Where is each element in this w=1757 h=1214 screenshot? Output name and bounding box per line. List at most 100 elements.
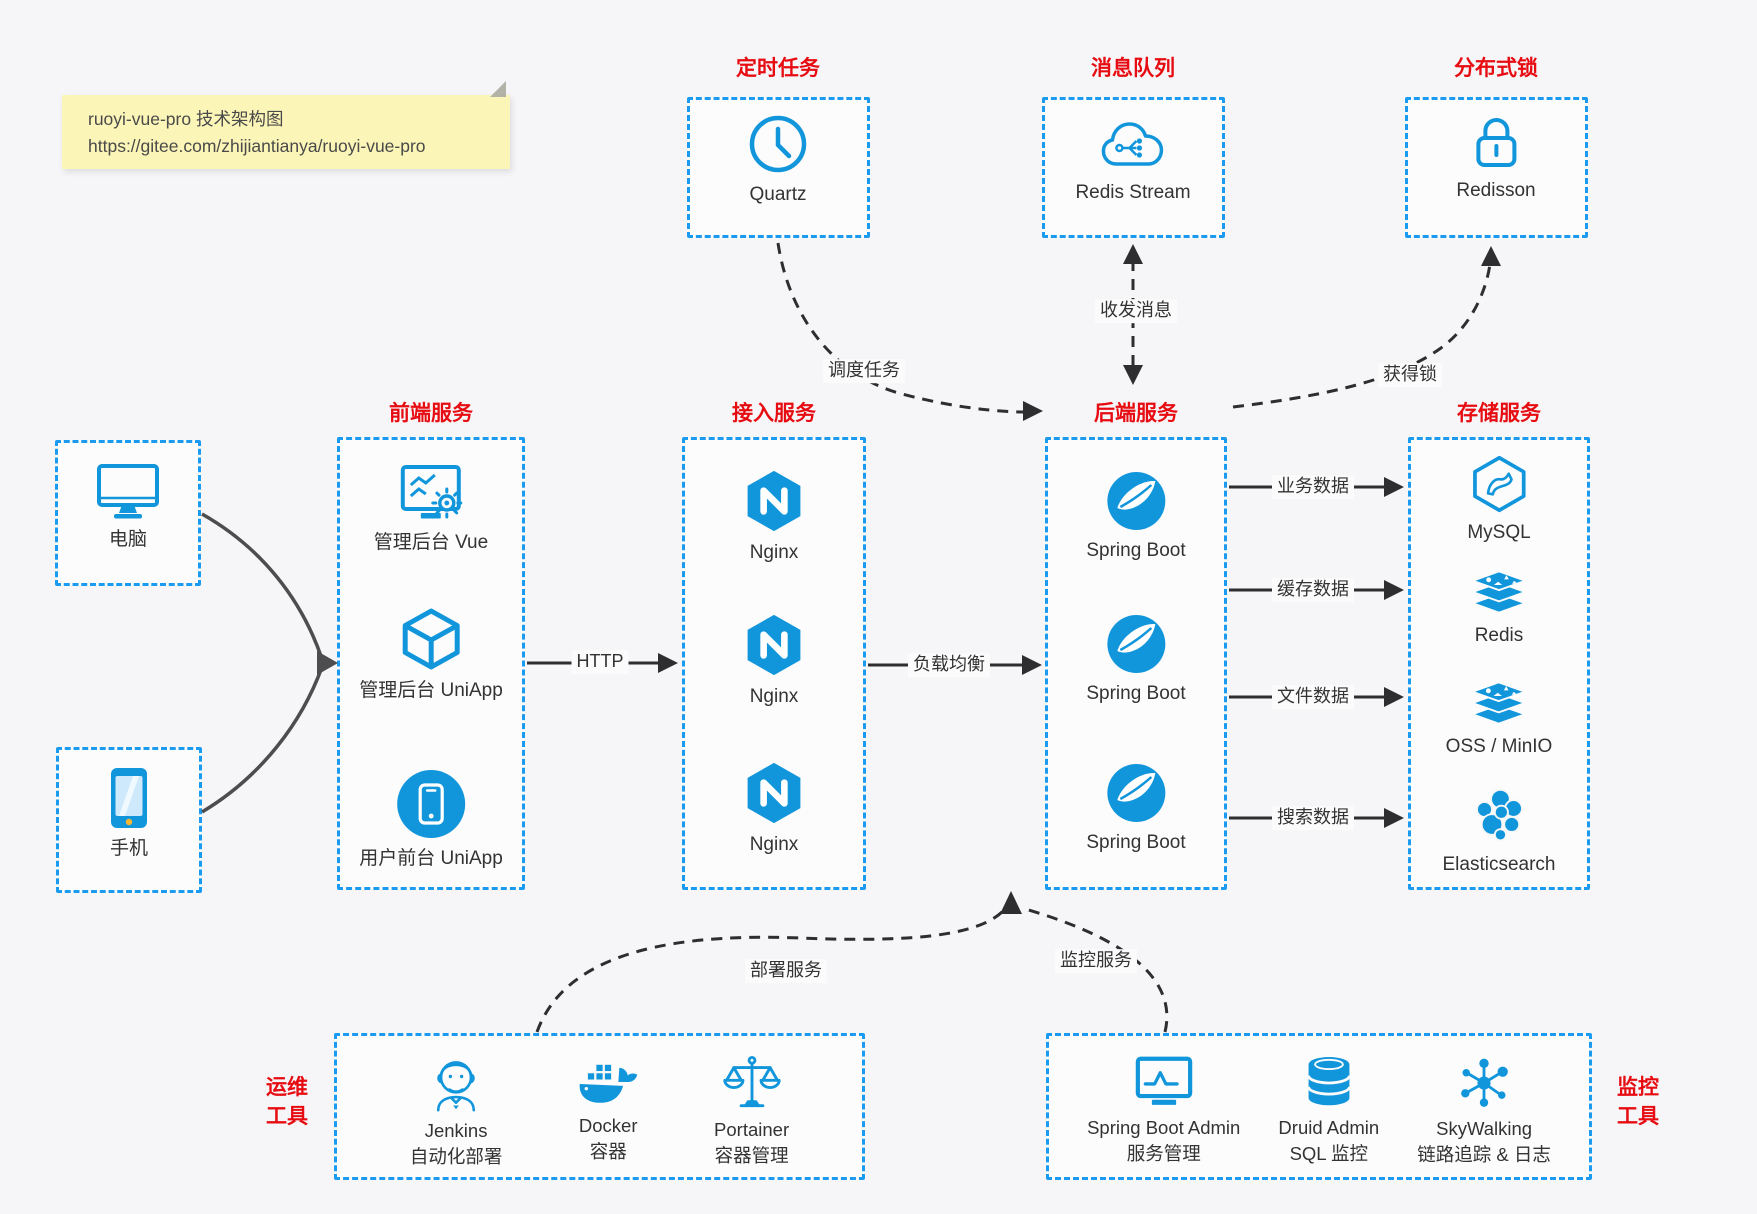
redisson-label: Redisson bbox=[1456, 180, 1536, 201]
redis-stream-box bbox=[1042, 97, 1225, 238]
redis-icon bbox=[1469, 570, 1529, 614]
edge-label-deploy-service: 部署服务 bbox=[745, 959, 827, 983]
admin-uniapp-label: 管理后台 UniApp bbox=[359, 680, 503, 701]
mobile-client-node: 手机 bbox=[106, 766, 152, 860]
docker-desc: 容器 bbox=[589, 1140, 627, 1162]
section-title-scheduled-task: 定时任务 bbox=[736, 57, 820, 80]
druid-name: Druid Admin bbox=[1278, 1116, 1380, 1138]
skywalking-tool: SkyWalking 链路追踪 & 日志 bbox=[1417, 1054, 1551, 1165]
section-title-distributed-lock: 分布式锁 bbox=[1454, 57, 1538, 80]
note-title: ruoyi-vue-pro 技术架构图 bbox=[88, 109, 284, 129]
section-title-ops-tools: 运维 工具 bbox=[266, 1076, 308, 1129]
jenkins-icon bbox=[437, 1060, 476, 1112]
section-title-backend: 后端服务 bbox=[1094, 402, 1178, 425]
mobile-icon bbox=[111, 768, 147, 828]
springboot-admin-tool: Spring Boot Admin 服务管理 bbox=[1087, 1055, 1240, 1164]
spring-boot-node-3: Spring Boot bbox=[1086, 762, 1186, 854]
elasticsearch-label: Elasticsearch bbox=[1442, 854, 1556, 875]
jenkins-tool: Jenkins 自动化部署 bbox=[409, 1052, 503, 1167]
user-app-icon bbox=[396, 770, 465, 838]
portainer-name: Portainer bbox=[714, 1118, 790, 1140]
ops-tools-box: Jenkins 自动化部署 Docker 容器 bbox=[334, 1033, 865, 1180]
skywalking-desc: 链路追踪 & 日志 bbox=[1417, 1143, 1551, 1165]
nginx-node-3: Nginx bbox=[743, 760, 805, 856]
docker-icon bbox=[578, 1063, 638, 1103]
monitor-tools-box: Spring Boot Admin 服务管理 Druid Admin SQL 监… bbox=[1046, 1033, 1592, 1180]
nginx-label-3: Nginx bbox=[749, 834, 799, 855]
springboot-admin-icon bbox=[1135, 1056, 1192, 1105]
skywalking-name: SkyWalking bbox=[1436, 1117, 1533, 1139]
user-uniapp-label: 用户前台 UniApp bbox=[359, 848, 503, 869]
springboot-admin-desc: 服务管理 bbox=[1126, 1142, 1201, 1164]
redis-stream-label: Redis Stream bbox=[1075, 182, 1191, 203]
quartz-label: Quartz bbox=[749, 184, 807, 205]
druid-tool: Druid Admin SQL 监控 bbox=[1278, 1055, 1379, 1164]
skywalking-icon bbox=[1461, 1058, 1508, 1107]
user-uniapp-node: 用户前台 UniApp bbox=[359, 768, 503, 870]
spring-boot-icon bbox=[1106, 615, 1165, 673]
section-title-frontend: 前端服务 bbox=[389, 402, 473, 425]
edge-label-search-data: 搜索数据 bbox=[1272, 806, 1354, 830]
pc-client-label: 电脑 bbox=[108, 529, 147, 550]
elasticsearch-icon bbox=[1475, 788, 1523, 842]
lock-icon bbox=[1476, 118, 1516, 167]
redisson-node: Redisson bbox=[1456, 112, 1536, 202]
jenkins-name: Jenkins bbox=[424, 1119, 488, 1141]
edge-label-load-balance: 负载均衡 bbox=[908, 653, 990, 677]
quartz-node: Quartz bbox=[746, 112, 810, 206]
sticky-note: ruoyi-vue-pro 技术架构图 https://gitee.com/zh… bbox=[62, 81, 510, 169]
nginx-label-1: Nginx bbox=[749, 542, 799, 563]
section-title-monitor-tools: 监控 工具 bbox=[1617, 1076, 1659, 1129]
spring-boot-label-2: Spring Boot bbox=[1086, 683, 1186, 704]
spring-boot-icon bbox=[1106, 472, 1165, 530]
edge-label-acquire-lock: 获得锁 bbox=[1378, 363, 1442, 387]
pc-client-node: 电脑 bbox=[95, 461, 161, 551]
elasticsearch-node: Elasticsearch bbox=[1443, 786, 1556, 876]
admin-vue-node: 管理后台 Vue bbox=[374, 462, 488, 554]
springboot-admin-name: Spring Boot Admin bbox=[1087, 1116, 1241, 1138]
docker-tool: Docker 容器 bbox=[575, 1057, 641, 1162]
section-title-storage: 存储服务 bbox=[1457, 402, 1541, 425]
admin-uniapp-node: 管理后台 UniApp bbox=[359, 606, 503, 702]
nginx-icon bbox=[747, 470, 801, 532]
spring-boot-node-2: Spring Boot bbox=[1086, 613, 1186, 705]
mysql-label: MySQL bbox=[1467, 522, 1531, 543]
jenkins-desc: 自动化部署 bbox=[409, 1145, 503, 1167]
nginx-node-1: Nginx bbox=[743, 468, 805, 564]
section-title-gateway: 接入服务 bbox=[732, 402, 816, 425]
edge-label-cache-data: 缓存数据 bbox=[1272, 578, 1354, 602]
mysql-icon bbox=[1472, 455, 1526, 513]
spring-boot-icon bbox=[1106, 764, 1165, 822]
mobile-client-label: 手机 bbox=[109, 838, 148, 859]
edge-label-http: HTTP bbox=[571, 650, 629, 674]
nginx-icon bbox=[747, 614, 801, 676]
redis-stream-node: Redis Stream bbox=[1075, 118, 1191, 204]
spring-boot-label-3: Spring Boot bbox=[1086, 832, 1186, 853]
oss-minio-label: OSS / MinIO bbox=[1445, 736, 1553, 757]
edge-label-send-receive-message: 收发消息 bbox=[1095, 299, 1177, 323]
nginx-icon bbox=[747, 762, 801, 824]
mysql-node: MySQL bbox=[1467, 454, 1531, 544]
spring-boot-label-1: Spring Boot bbox=[1086, 540, 1186, 561]
redis-label: Redis bbox=[1474, 625, 1524, 646]
portainer-desc: 容器管理 bbox=[714, 1144, 789, 1166]
edge-label-monitor-service: 监控服务 bbox=[1055, 949, 1137, 973]
admin-vue-icon bbox=[400, 465, 463, 519]
druid-desc: SQL 监控 bbox=[1289, 1142, 1369, 1164]
portainer-tool: Portainer 容器管理 bbox=[714, 1053, 789, 1166]
edge-label-file-data: 文件数据 bbox=[1272, 685, 1354, 709]
oss-minio-node: OSS / MinIO bbox=[1445, 678, 1553, 758]
oss-minio-icon bbox=[1469, 681, 1529, 725]
quartz-box bbox=[687, 97, 870, 238]
edge-label-schedule-task: 调度任务 bbox=[823, 359, 905, 383]
docker-name: Docker bbox=[578, 1114, 638, 1136]
desktop-icon bbox=[97, 464, 159, 519]
portainer-icon bbox=[722, 1055, 781, 1107]
spring-boot-node-1: Spring Boot bbox=[1086, 470, 1186, 562]
druid-icon bbox=[1306, 1056, 1351, 1106]
uniapp-cube-icon bbox=[402, 608, 460, 670]
nginx-node-2: Nginx bbox=[743, 612, 805, 708]
edge-label-business-data: 业务数据 bbox=[1272, 475, 1354, 499]
note-fold-corner bbox=[490, 81, 506, 97]
